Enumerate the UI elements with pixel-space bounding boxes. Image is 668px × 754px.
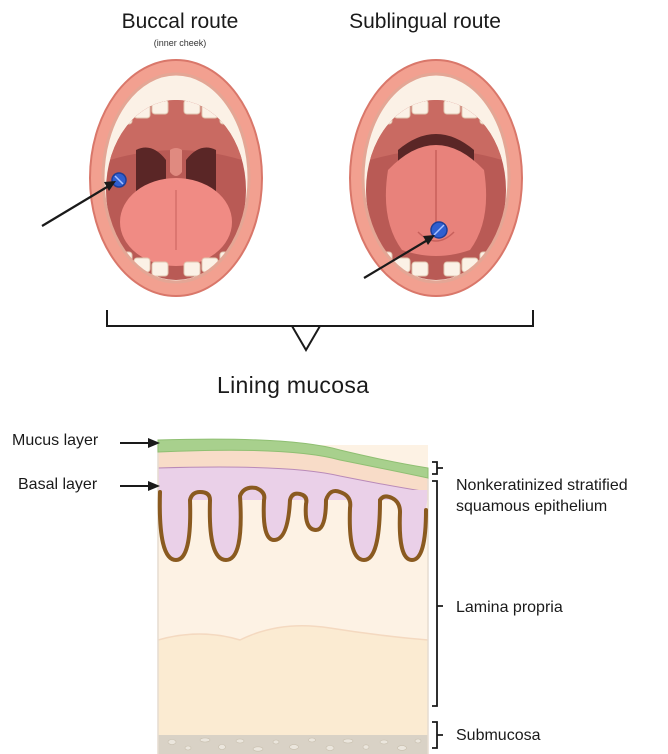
lamina-propria-bracket xyxy=(432,481,443,706)
sublingual-mouth-illustration xyxy=(350,60,522,296)
grouping-bracket xyxy=(107,310,533,326)
submucosa-bracket xyxy=(432,722,443,748)
epithelium-bracket xyxy=(432,462,443,474)
